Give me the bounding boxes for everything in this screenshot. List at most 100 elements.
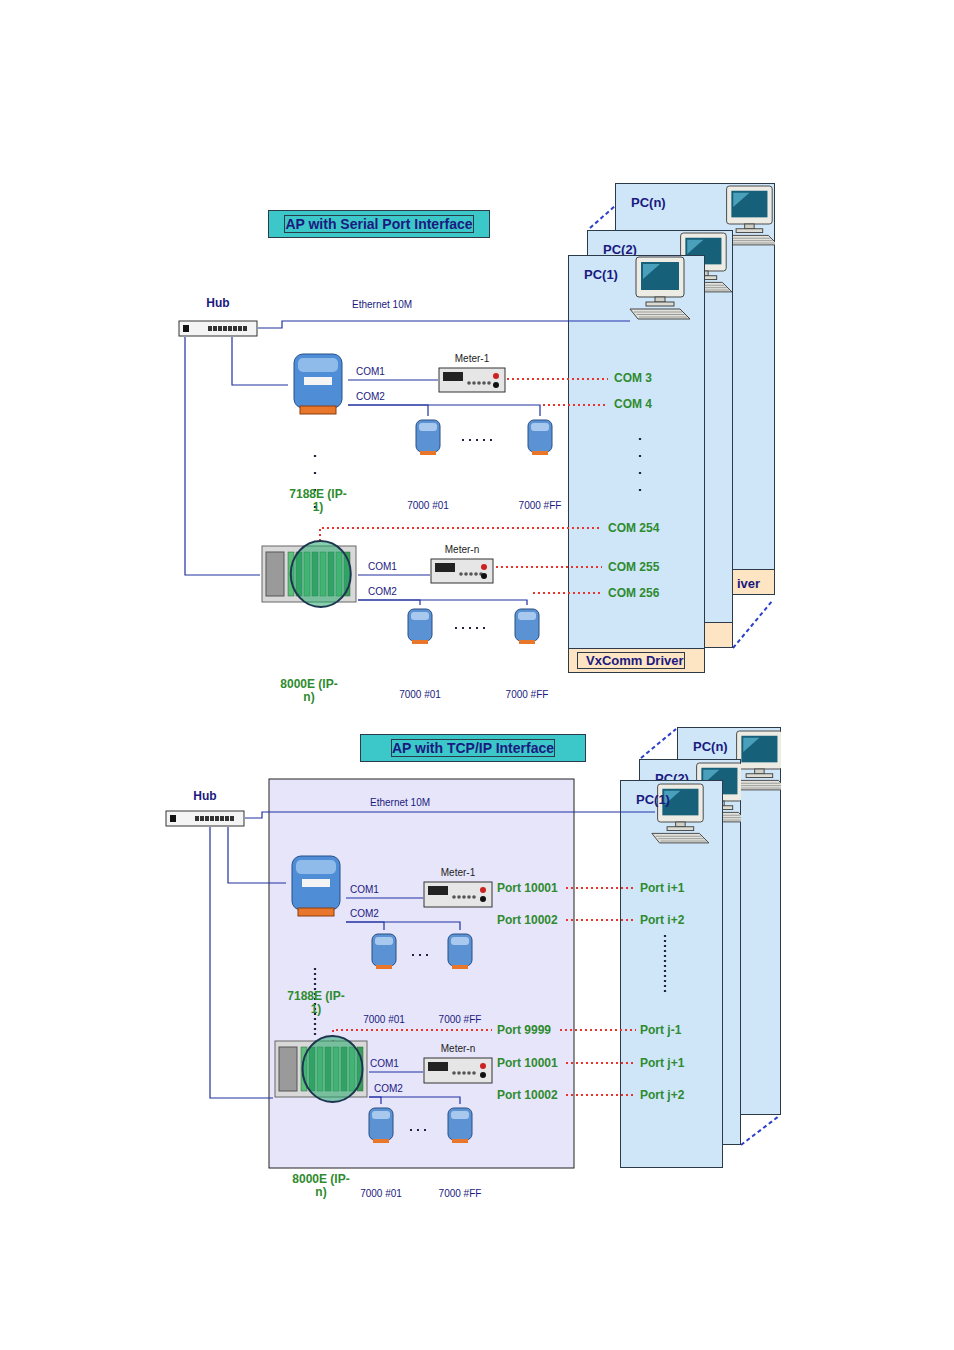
label-holder: Port 10002 — [497, 1088, 558, 1102]
wire-label: Ethernet 10M — [370, 797, 430, 809]
meter-body — [424, 1058, 492, 1083]
stack-edge — [641, 729, 676, 758]
ellipsis-dots — [639, 438, 641, 498]
label-holder: Ethernet 10M — [352, 299, 412, 311]
virtual-link — [507, 378, 608, 380]
node-text: 7000 #FF — [519, 458, 562, 511]
driver-text: iver — [737, 576, 760, 591]
node-text: 7000 #01 — [399, 647, 441, 700]
meter-knob — [462, 1071, 466, 1075]
keyboard-keys — [637, 314, 685, 315]
monitor-screen — [731, 191, 767, 218]
io-module: 7000 #01 — [358, 930, 410, 990]
hub-port — [210, 816, 214, 821]
meter-body — [439, 368, 505, 392]
module-body — [416, 420, 440, 452]
module-body — [294, 354, 342, 408]
port-name: Port j+2 — [640, 1088, 684, 1102]
decoration-group — [620, 812, 665, 1095]
meter-device: Meter-n — [430, 543, 494, 585]
meter-device: Meter-n — [423, 1042, 493, 1085]
port-name: Port 9999 — [497, 1023, 551, 1037]
hub-port — [208, 326, 212, 331]
module-top — [451, 937, 469, 945]
node-text: Meter-n — [445, 543, 479, 556]
network-wire — [346, 922, 384, 930]
node-graphic — [501, 605, 553, 663]
module-connector — [452, 965, 468, 969]
monitor-neck — [676, 822, 686, 827]
meter-body — [424, 882, 492, 907]
module-top — [411, 612, 429, 620]
node-graphic — [434, 930, 486, 990]
meter-knob — [472, 1071, 476, 1075]
node-graphic — [514, 416, 566, 474]
node-text: 7000 #01 — [363, 972, 405, 1025]
keyboard-keys — [656, 836, 702, 837]
ethernet-wire — [568, 320, 630, 321]
node-text: 7188E (IP-1) — [287, 920, 345, 1016]
hub-port — [218, 326, 222, 331]
hub-port — [195, 816, 199, 821]
port-name: Port 10002 — [497, 1088, 558, 1102]
label-holder: COM2 — [368, 586, 397, 598]
virtual-link — [496, 566, 602, 568]
node-text: 7188E (IP-1) — [289, 418, 347, 514]
hub-port — [230, 816, 234, 821]
module-connector — [373, 1139, 389, 1143]
hub-device: Hub — [165, 789, 245, 827]
wire-label: COM2 — [350, 908, 379, 920]
meter-jack — [480, 887, 486, 893]
node-text: 8000E (IP-n) — [292, 1103, 350, 1199]
label-holder: Port j+2 — [640, 1088, 684, 1102]
module-top — [518, 612, 536, 620]
network-wire — [358, 600, 420, 605]
virtual-link — [620, 919, 636, 921]
network-wire — [369, 1071, 423, 1072]
module-body — [448, 934, 472, 966]
label-holder: Port 10001 — [497, 1056, 558, 1070]
meter-jack — [481, 573, 487, 579]
wire-label: COM1 — [356, 366, 385, 378]
hub-led — [183, 325, 189, 332]
hub-device: Hub — [178, 296, 258, 337]
port-name: COM 255 — [608, 560, 659, 574]
node-graphic — [288, 348, 348, 446]
monitor-base — [736, 229, 763, 233]
network-wire — [369, 1097, 460, 1104]
hub-port — [200, 816, 204, 821]
io-module: 7000 #FF — [434, 1104, 486, 1164]
label-holder: iver — [737, 576, 760, 591]
network-wire — [258, 321, 568, 328]
controller-8000e: 8000E (IP-n) — [273, 1033, 369, 1135]
screen-shine — [743, 738, 759, 752]
virtual-link — [620, 887, 636, 889]
meter-knob — [457, 1071, 461, 1075]
hub-port — [238, 326, 242, 331]
controller-7188e: 7188E (IP-1) — [288, 348, 348, 446]
network-wire — [358, 574, 430, 575]
port-name: Port j+1 — [640, 1056, 684, 1070]
hub-port — [215, 816, 219, 821]
port-name: Port j-1 — [640, 1023, 681, 1037]
node-text: PC(1) — [628, 786, 678, 813]
monitor-base — [746, 774, 773, 778]
label-holder: Port 9999 — [497, 1023, 551, 1037]
virtual-link — [568, 404, 608, 406]
wire-label: COM1 — [350, 884, 379, 896]
label-holder: Port i+2 — [640, 913, 684, 927]
meter-jack — [493, 382, 499, 388]
network-wire — [348, 379, 438, 380]
io-module: 7000 #01 — [402, 416, 454, 474]
node-text: PC(n) — [685, 733, 736, 760]
virtual-link — [568, 592, 602, 594]
node-graphic — [620, 780, 723, 1168]
label-holder: Ethernet 10M — [370, 797, 430, 809]
meter-jack — [480, 896, 486, 902]
pc-panel: PC(1)Port i+1Port i+2Port j-1Port j+1Por… — [620, 780, 723, 1168]
virtual-link — [568, 378, 608, 380]
port-name: COM 254 — [608, 521, 659, 535]
hub-port — [223, 326, 227, 331]
node-text: PC(n) — [623, 189, 674, 216]
module-top — [451, 1111, 469, 1119]
